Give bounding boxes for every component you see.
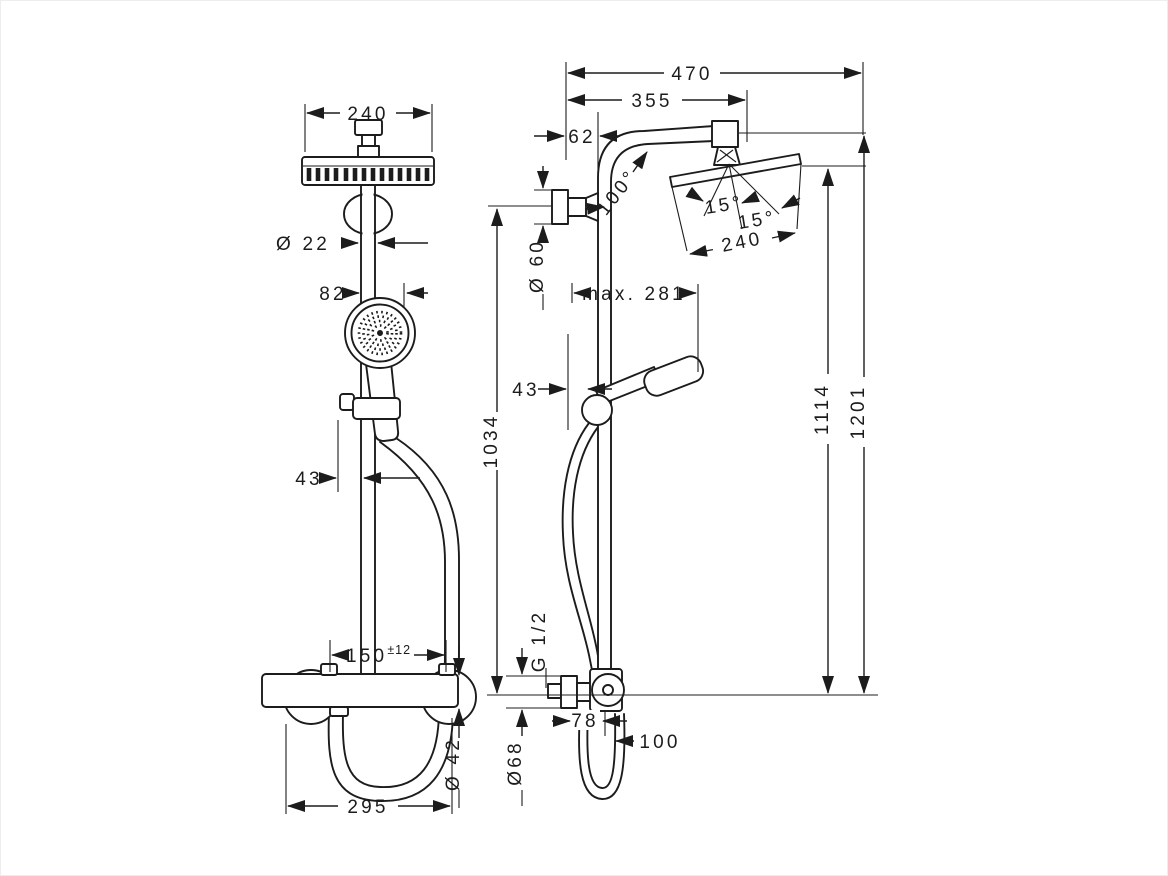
dim-thread: G 1/2 xyxy=(529,610,550,688)
dim-wall-offset: 62 xyxy=(534,112,620,176)
dim-height-bracket-label: 1034 xyxy=(481,413,502,468)
hose-loop-side-inner xyxy=(586,711,617,789)
dim-valve-plate-diameter: Ø68 xyxy=(505,648,560,806)
handshower-inner-ring xyxy=(350,303,410,363)
dim-valve-centers-label: 150±12 xyxy=(346,643,411,667)
pipe-cover xyxy=(362,192,374,236)
dim-wall-to-riser: 78 xyxy=(552,710,627,736)
arm-end-fitting xyxy=(711,120,739,148)
dim-height-head: 1114 xyxy=(802,165,866,694)
dim-bracket-diameter-label: Ø 60 xyxy=(527,239,548,293)
dim-holder-offset-side: 43 xyxy=(512,334,612,430)
valve-wall-plate-side xyxy=(560,675,578,709)
hose-loop-front-outer xyxy=(327,712,454,802)
holder-arm-front xyxy=(352,397,401,420)
holder-pivot-side xyxy=(581,394,613,426)
dim-holder-offset-front-label: 43 xyxy=(295,469,323,490)
dim-head-size-side: 240 xyxy=(671,163,802,257)
dim-hose-width: 295 xyxy=(285,718,453,818)
thermostat-valve-side xyxy=(547,668,625,712)
valve-union-right xyxy=(438,663,456,676)
head-hatch-pattern xyxy=(306,168,430,181)
hose-side-inner xyxy=(571,426,600,669)
dim-valve-diameter-label: Ø 42 xyxy=(443,737,464,791)
head-body-front xyxy=(301,156,435,186)
bracket-plate-side xyxy=(551,189,569,225)
dim-reach-total: 470 xyxy=(565,62,864,160)
dim-hose-clearance: 100 xyxy=(615,732,680,753)
head-stem-neck xyxy=(361,134,376,147)
hose-side-outer xyxy=(561,422,593,671)
wall-thread-stub xyxy=(547,683,562,699)
hose-loop-side-outer xyxy=(578,711,626,800)
dim-reach-total-label: 470 xyxy=(671,64,712,85)
dim-handshower-reach-label: max. 281 xyxy=(582,284,686,305)
side-view-dimensions: 470 355 62 100° 15° 15° xyxy=(481,62,870,806)
hose-front-inner xyxy=(379,441,446,714)
valve-outlet-front xyxy=(329,706,349,717)
dim-height-total-label: 1201 xyxy=(848,384,869,439)
wall-bracket-side xyxy=(551,189,599,225)
side-view xyxy=(487,120,878,800)
dim-handshower-reach: max. 281 xyxy=(571,283,699,372)
dim-valve-centers: 150±12 xyxy=(329,640,447,672)
dim-wall-offset-label: 62 xyxy=(568,127,596,148)
dim-pipe-diameter: Ø 22 xyxy=(276,234,428,255)
dim-reach-arm: 355 xyxy=(567,90,748,142)
dim-holder-offset-front: 43 xyxy=(295,420,420,492)
valve-knob-side xyxy=(591,673,625,707)
dim-valve-plate-diameter-label: Ø68 xyxy=(505,740,526,786)
dim-handshower-offset-label: 82 xyxy=(319,284,347,305)
dim-height-bracket: 1034 xyxy=(481,205,552,694)
overhead-shower-front xyxy=(301,119,435,186)
dim-valve-diameter: Ø 42 xyxy=(443,645,465,808)
valve-union-left xyxy=(320,663,338,676)
ball-joint-cone xyxy=(713,146,741,166)
valve-body-front xyxy=(261,673,459,708)
dim-head-width-label: 240 xyxy=(347,104,388,125)
dim-height-head-label: 1114 xyxy=(812,383,833,435)
dim-head-tilt: 15° 15° xyxy=(685,186,801,234)
dim-head-size-side-label: 240 xyxy=(720,228,765,256)
dim-holder-offset-side-label: 43 xyxy=(512,380,540,401)
dim-reach-arm-label: 355 xyxy=(631,91,672,112)
thermostat-valve-front xyxy=(261,663,477,725)
dim-handshower-offset: 82 xyxy=(319,283,428,307)
handshower-spray-face xyxy=(357,310,403,356)
dim-head-width: 240 xyxy=(304,104,433,152)
dim-height-total: 1201 xyxy=(739,132,870,694)
front-view-dimensions: 240 Ø 22 82 43 150±12 xyxy=(276,104,465,818)
dim-pipe-diameter-label: Ø 22 xyxy=(276,234,330,255)
dim-wall-to-riser-label: 78 xyxy=(571,711,599,732)
dim-thread-label: G 1/2 xyxy=(529,610,550,672)
hose-loop-front-inner xyxy=(341,712,440,788)
front-view xyxy=(261,119,477,802)
dim-bracket-diameter: Ø 60 xyxy=(527,166,552,310)
dim-hose-clearance-label: 100 xyxy=(639,732,680,753)
spray-axis-lines xyxy=(703,163,780,230)
dim-hose-width-label: 295 xyxy=(347,797,388,818)
holder-knob-front xyxy=(339,393,355,411)
valve-connector-side xyxy=(576,682,592,702)
handshower-head-side xyxy=(643,355,705,397)
